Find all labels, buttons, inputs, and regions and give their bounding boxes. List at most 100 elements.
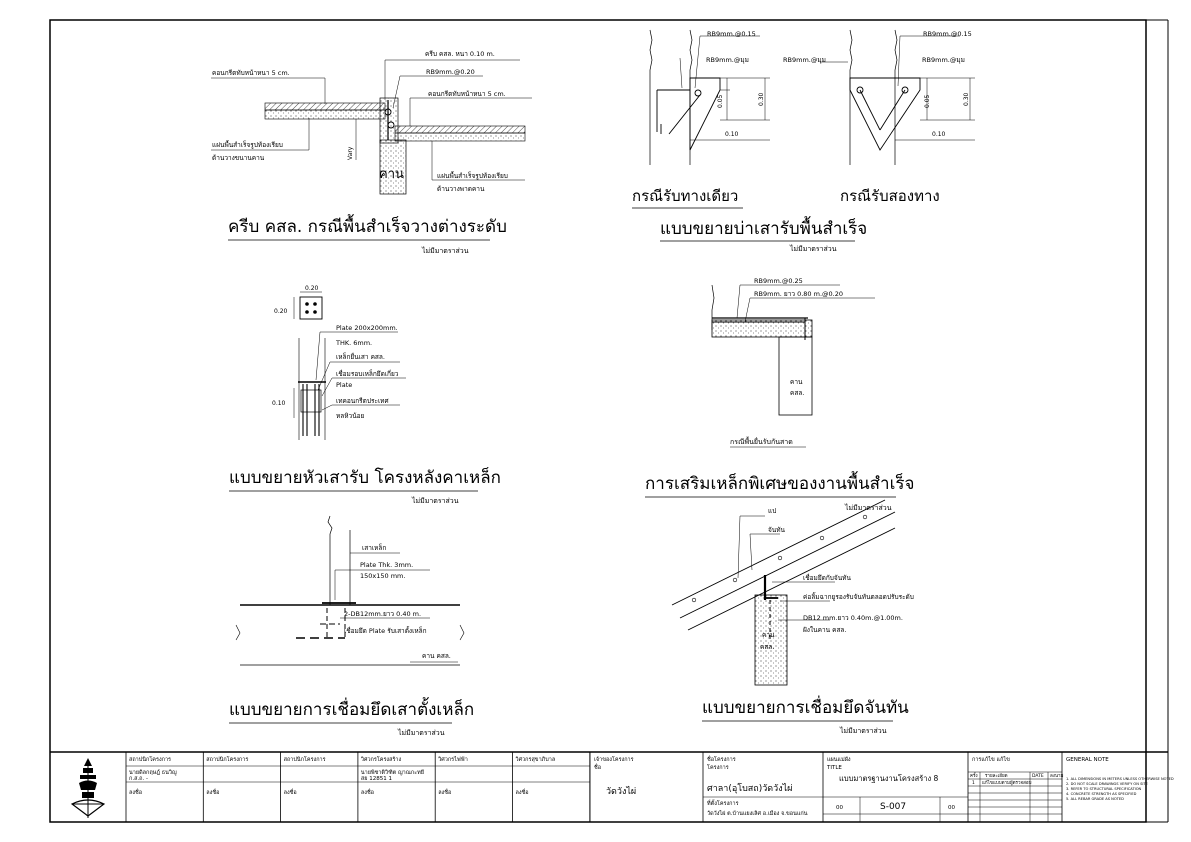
label-slab-left-1: แผ่นพื้นสำเร็จรูปท้องเรียบ (212, 140, 283, 149)
detail-column-head-steel-roof: 0.20 0.20 0.10 Plate 200x200mm. THK. 6mm… (229, 285, 501, 505)
detail6-scale: ไม่มีมาตราส่วน (839, 726, 887, 735)
precast-bar2: RB9mm. ยาว 0.80 m.@0.20 (754, 290, 843, 298)
one-way-dim-010: 0.10 (725, 131, 739, 138)
one-way-bar-stirrup: RB9mm.@0.15 (707, 30, 756, 38)
label-vary: Vary (347, 146, 354, 160)
detail4-title: การเสริมเหล็กพิเศษของงานพื้นสำเร็จ (645, 471, 915, 494)
post-beam: คาน คสล. (422, 652, 451, 660)
label-slab-right-1: แผ่นพื้นสำเร็จรูปท้องเรียบ (437, 171, 508, 180)
post-weld: เชื่อมยึด Plate รับเสาตั้งเหล็ก (344, 626, 427, 635)
sig-cell-head: วิศวกรสุขาภิบาล (515, 756, 556, 763)
case-one-way: กรณีรับทางเดียว (632, 187, 738, 205)
detail2-title: แบบขยายบ่าเสารับพื้นสำเร็จ (660, 216, 867, 239)
sig-cell-sign: ลงชื่อ (129, 788, 142, 796)
one-way-bar-corner: RB9mm.@มุม (706, 56, 749, 64)
detail5-scale: ไม่มีมาตราส่วน (397, 728, 445, 737)
col-head-label-5: เทคอนกรีตประเทศ (336, 397, 389, 405)
label-rib: ครีบ คสล. หนา 0.10 m. (425, 50, 495, 58)
one-way-dim-030: 0.30 (758, 92, 765, 106)
detail6-title: แบบขยายการเชื่อมยึดจันทัน (702, 695, 909, 718)
rafter-beam: คาน (762, 631, 775, 639)
sig-cell-head: สถาปนิกโครงการ (284, 755, 326, 763)
post-plate1: Plate Thk. 3mm. (360, 561, 413, 569)
post-column: เสาเหล็ก (362, 543, 386, 552)
note-4: 5. ALL REBAR GRADE AS NOTED (1066, 797, 1124, 801)
sig-cell-sign: ลงชื่อ (206, 788, 219, 796)
detail4-scale: ไม่มีมาตราส่วน (844, 503, 892, 512)
owner-sub: ชื่อ (594, 763, 601, 771)
sig-cell-sign: ลงชื่อ (284, 788, 297, 796)
rev-row-desc: แก้ไขแบบตามผู้ตรวจสอบ (982, 780, 1032, 786)
owner-head: เจ้าของโครงการ (594, 755, 634, 763)
sheet-border (49, 19, 1147, 823)
detail-column-corbel: RB9mm.@0.15 RB9mm.@มุม 0.05 0.30 0.10 กร… (632, 29, 975, 253)
rafter-anchor1: DB12 mm.ยาว 0.40m.@1.00m. (803, 614, 903, 622)
precast-beam: คาน (790, 378, 803, 386)
two-way-bar-left: RB9mm.@มุม (783, 56, 826, 64)
case-two-way: กรณีรับสองทาง (840, 187, 940, 205)
location-head: ที่ตั้งโครงการ (707, 799, 739, 807)
label-beam: คาน (379, 167, 404, 182)
two-way-dim-010: 0.10 (932, 131, 946, 138)
note-1: 2. DO NOT SCALE DRAWINGS VERIFY ON SITE (1066, 782, 1149, 786)
sig-cell-line2: ก.ส.ถ. - (129, 775, 148, 782)
notes-head: GENERAL NOTE (1066, 757, 1109, 763)
precast-caption: กรณีพื้นยื่นรับกันสาด (730, 435, 793, 446)
location-value: วัดวังไผ่ ต.บ้านแยงเลิศ อ.เมือง จ.ขอนแก่… (707, 810, 808, 817)
drawing-head: แผนแม่ผัง (827, 756, 851, 763)
sheet-number: S-007 (880, 802, 906, 812)
label-rib-bar: RB9mm.@0.20 (426, 68, 475, 76)
rafter-weld: เชื่อมยึดกับจันทัน (803, 573, 851, 582)
rafter-beam2: คสล. (760, 643, 774, 651)
sig-cell-head: วิศวกรไฟฟ้า (437, 756, 468, 763)
rev-col-2: DATE (1032, 773, 1044, 779)
detail5-title: แบบขยายการเชื่อมยึดเสาตั้งเหล็ก (229, 697, 474, 720)
detail-precast-extra-rebar: RB9mm.@0.25 RB9mm. ยาว 0.80 m.@0.20 คาน … (645, 277, 915, 512)
col-head-label-0: Plate 200x200mm. (336, 324, 398, 332)
temple-logo-icon (70, 758, 106, 818)
sig-cell-sign: ลงชื่อ (516, 788, 529, 796)
precast-beam2: คสล. (790, 389, 804, 397)
col-head-label-4: Plate (336, 381, 352, 389)
col-head-dim-010: 0.10 (272, 400, 286, 407)
detail3-scale: ไม่มีมาตราส่วน (411, 496, 459, 505)
project-value: ศาลา(อุโบสถ)วัดวังไผ่ (707, 783, 792, 794)
sig-cell-name: นายดิลกฤษฎ์ ธนวิญู (129, 769, 177, 776)
drawing-value: แบบมาตรฐานงานโครงสร้าง 8 (839, 774, 938, 783)
two-way-bar-stirrup: RB9mm.@0.15 (923, 30, 972, 38)
revision-head: การแก้ไข แก้ไข (972, 756, 1010, 763)
label-topping-left: คอนกรีตทับหน้าหนา 5 cm. (212, 69, 290, 77)
drawing-sub: TITLE (826, 765, 842, 771)
sig-cell-head: วิศวกรโครงสร้าง (360, 755, 402, 763)
rev-col-3: ลงนาม (1050, 774, 1064, 779)
detail-rafter-weld: แป จันทัน เชื่อมยึดกับจันทัน ค่อลิ้มฉากย… (671, 499, 914, 735)
two-way-bar-corner: RB9mm.@มุม (922, 56, 965, 64)
sig-cell-name: นายพิชาติวิฑิต ญาณกะทยี (361, 769, 424, 776)
col-head-label-1: THK. 6mm. (335, 339, 372, 347)
post-plate2: 150x150 mm. (360, 572, 405, 580)
one-way-dim-005: 0.05 (717, 94, 724, 108)
detail3-title: แบบขยายหัวเสารับ โครงหลังคาเหล็ก (229, 466, 501, 488)
post-bar: 2-DB12mm.ยาว 0.40 m. (344, 610, 421, 618)
note-3: 4. CONCRETE STRENGTH AS SPECIFIED (1066, 792, 1137, 796)
two-way-dim-005: 0.05 (924, 94, 931, 108)
sig-cell-sign: ลงชื่อ (361, 788, 374, 796)
rev-col-0: ครั้ง (970, 772, 978, 779)
rev-col-1: รายละเอียด (985, 773, 1008, 779)
detail-rib-step-slab: คอนกรีตทับหน้าหนา 5 cm. ครีบ คสล. หนา 0.… (211, 50, 532, 255)
sheet-total: 00 (836, 805, 843, 811)
detail1-scale: ไม่มีมาตราส่วน (421, 246, 469, 255)
rafter-anchor2: ฝังในคาน คสล. (803, 626, 846, 634)
sig-cell-head: สถาปนิกโครงการ (129, 755, 171, 763)
sig-cell-head: สถาปนิกโครงการ (206, 755, 248, 763)
detail1-title: ครีบ คสล. กรณีพื้นสำเร็จวางต่างระดับ (228, 214, 507, 237)
label-slab-left-2: ด้านวางขนานคาน (212, 154, 265, 162)
two-way-dim-030: 0.30 (963, 92, 970, 106)
project-head: ชื่อโครงการ (707, 755, 736, 763)
col-head-dim-020-side: 0.20 (274, 308, 288, 315)
col-head-label-2: เหล็กยื่นเสา คสล. (336, 352, 385, 361)
sig-cell-sign: ลงชื่อ (438, 788, 451, 796)
